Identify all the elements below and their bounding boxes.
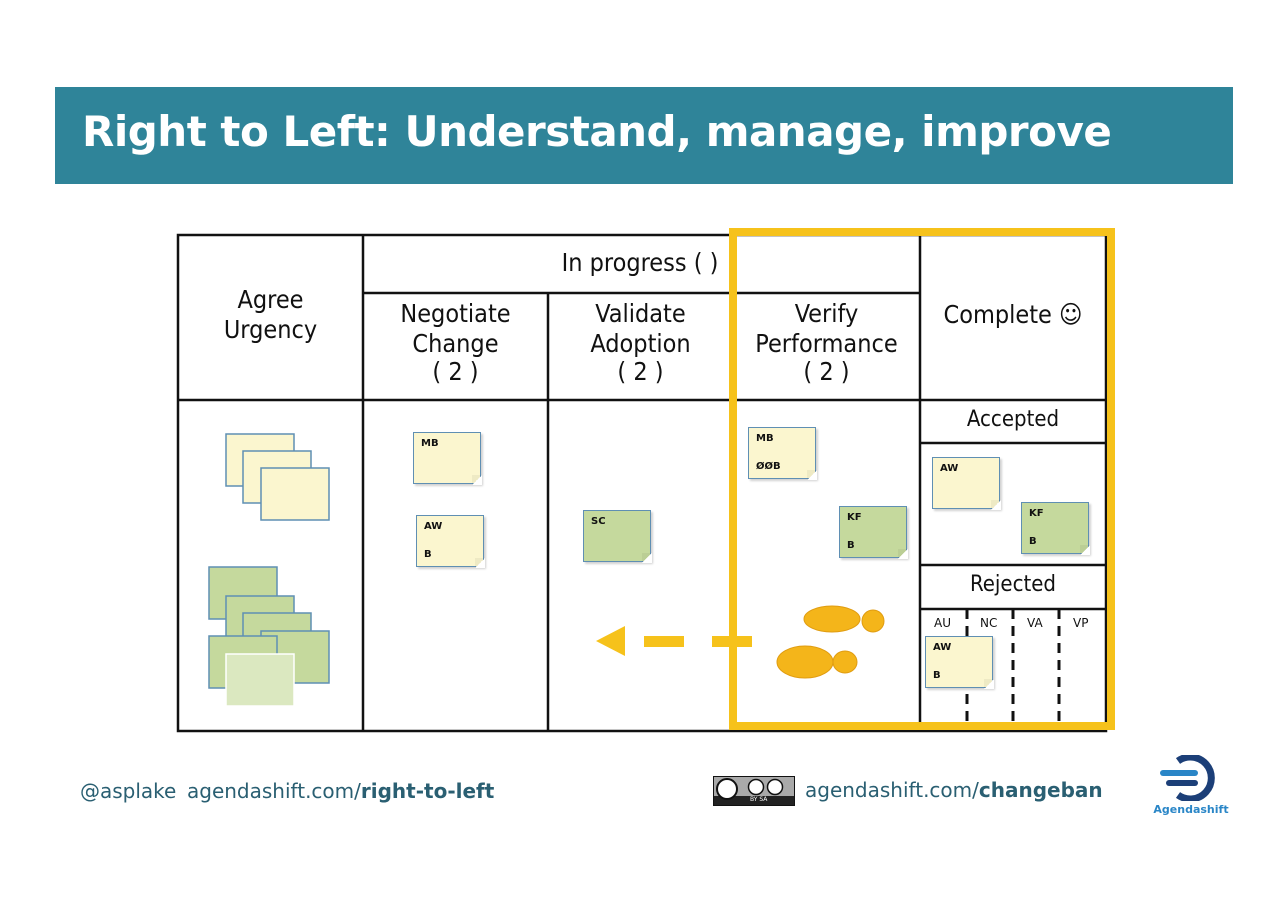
sticky-card[interactable]: MB	[413, 432, 482, 485]
footprint-heel	[861, 609, 885, 633]
cc-license-text: BY SA	[750, 796, 768, 803]
footprint-sole	[803, 605, 861, 633]
agendashift-logo-text: Agendashift	[1153, 803, 1229, 816]
footer-handle[interactable]: @asplake	[80, 779, 177, 803]
column-agree-urgency: Agree Urgency	[223, 285, 318, 344]
highlight-frame	[729, 228, 1115, 730]
board-outline	[176, 233, 1108, 733]
agendashift-logo-icon	[1160, 755, 1215, 801]
rejected-col-va: VA	[1027, 616, 1043, 630]
rejected-col-vp: VP	[1073, 616, 1089, 630]
cc-license-graphic	[714, 777, 794, 800]
footer-link-right-to-left[interactable]: agendashift.com/right-to-left	[187, 779, 495, 803]
footer-link-changeban[interactable]: agendashift.com/changeban	[805, 778, 1103, 802]
footprint-heel	[832, 650, 858, 674]
arrow-dash	[644, 636, 684, 647]
rejected-col-au: AU	[934, 616, 951, 630]
card-stack-green	[208, 566, 330, 707]
column-verify-performance: Verify Performance ( 2 )	[755, 299, 898, 386]
column-complete: Complete ☺	[943, 300, 1083, 329]
title-bar: Right to Left: Understand, manage, impro…	[55, 87, 1233, 184]
rejected-col-nc: NC	[980, 616, 998, 630]
card-stack-yellow	[225, 433, 330, 521]
column-validate-adoption: Validate Adoption ( 2 )	[590, 299, 691, 386]
footprint-sole	[776, 645, 834, 679]
accepted-label: Accepted	[966, 407, 1060, 432]
cc-license-icon[interactable]: BY SA	[713, 776, 795, 806]
sticky-card[interactable]: SC	[583, 510, 652, 563]
arrow-head-icon	[596, 626, 625, 656]
footprints-icon	[776, 605, 885, 679]
in-progress-label: In progress ( )	[561, 248, 719, 277]
column-negotiate-change: Negotiate Change ( 2 )	[400, 299, 511, 386]
slide-title: Right to Left: Understand, manage, impro…	[82, 107, 1112, 156]
arrow-dash	[712, 636, 752, 647]
sticky-card[interactable]: AW	[932, 457, 1001, 510]
rejected-label: Rejected	[969, 572, 1056, 597]
